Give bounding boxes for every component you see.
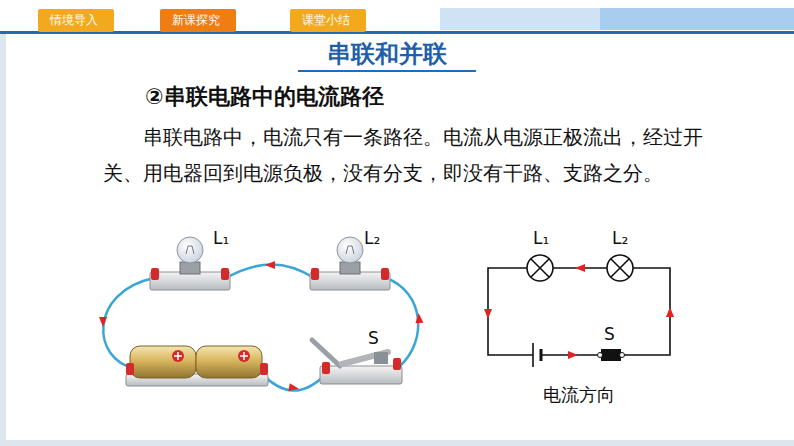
schematic-caption: 电流方向 bbox=[543, 384, 615, 406]
nav-tab: 情境导入 bbox=[38, 9, 114, 32]
tab-text: 课堂小结 bbox=[302, 13, 350, 27]
body-text: 串联电路中，电流只有一条路径。电流从电源正极流出，经过开关、用电器回到电源负极，… bbox=[103, 119, 703, 191]
wire bbox=[103, 265, 418, 391]
part-label: S bbox=[604, 324, 615, 344]
switch-symbol bbox=[598, 349, 625, 361]
current-arrow bbox=[484, 264, 674, 359]
section-heading: ②串联电路中的电流路径 bbox=[145, 84, 384, 110]
part-label: S bbox=[368, 328, 379, 348]
slide-frame bbox=[0, 8, 794, 446]
part-label: L₂ bbox=[612, 228, 628, 248]
schematic-wire bbox=[488, 268, 670, 355]
nav-tab: 课堂小结 bbox=[290, 9, 366, 32]
switch bbox=[312, 340, 402, 384]
current-arrow bbox=[99, 261, 423, 393]
tab-text: 新课探究 bbox=[172, 13, 220, 27]
part-label: L₂ bbox=[364, 228, 380, 248]
battery-pack bbox=[126, 346, 268, 386]
battery-symbol bbox=[533, 343, 541, 367]
tab-text: 情境导入 bbox=[50, 13, 98, 27]
nav-tab: 新课探究 bbox=[160, 9, 236, 32]
lamp-symbol bbox=[527, 255, 633, 281]
part-label: L₁ bbox=[213, 228, 229, 248]
slide-title: 串联和并联 bbox=[327, 40, 447, 69]
part-label: L₁ bbox=[533, 228, 549, 248]
